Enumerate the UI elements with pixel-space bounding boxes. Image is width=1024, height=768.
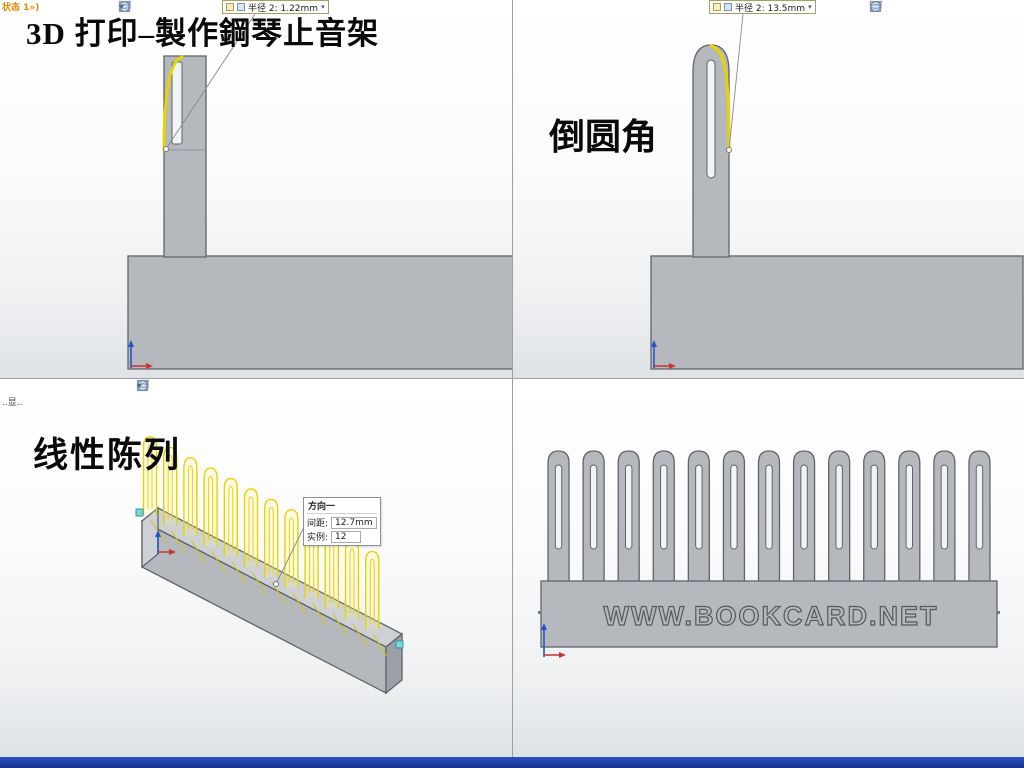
pattern-hatch-line [211,550,227,574]
view-heads-up-toolbar [869,0,911,14]
fillet-highlight-edge[interactable] [709,44,731,154]
dimension-callout[interactable]: 半径 2: 1.22mm ▾ [222,0,329,14]
pattern-preview-prong [365,550,380,630]
pattern-preview-prong [344,540,360,619]
fillet-highlight-edge[interactable] [162,55,184,152]
pattern-hatch-line [352,623,368,647]
feature-tree-text[interactable]: ..显.. [2,398,23,408]
pattern-handle-end[interactable] [395,640,404,649]
prong-slot [695,464,703,550]
pattern-callout[interactable]: 方向一 间距: 12.7mm 实例: 12 [303,497,381,546]
dimension-text: 半径 2: 13.5mm [735,3,806,14]
comb-prong[interactable] [863,450,886,585]
pattern-hatch-line [372,634,388,657]
pattern-hatch-line [170,530,186,553]
pattern-preview-prong [162,446,178,526]
engraved-watermark: WWW.BOOKCARD.NET [604,601,939,631]
comb-prongs-group[interactable] [547,450,991,585]
prong-slot [905,464,914,550]
pattern-spacing-value[interactable]: 12.7mm [331,516,377,529]
pattern-spacing-label: 间距: [307,519,329,529]
comb-prong[interactable] [898,450,921,585]
pattern-preview-prong [284,509,299,588]
pattern-handle-start[interactable] [135,508,144,517]
comb-prong[interactable] [828,450,851,585]
part-prong[interactable] [163,55,207,258]
pattern-hatch-line [312,602,328,626]
prong-slot [975,464,984,550]
config-status-text: 状态 1») [2,3,40,13]
dimension-callout[interactable]: 半径 2: 13.5mm ▾ [709,0,816,14]
dimension-text: 半径 2: 1.22mm [248,3,319,14]
pattern-preview-prong [183,457,198,536]
dimension-leader [165,13,256,150]
part-base-slab[interactable] [127,255,512,370]
origin-triad [128,340,153,369]
comb-prong[interactable] [547,450,570,585]
dimension-handle-icon[interactable] [713,3,721,11]
step-label-fillet: 倒圆角 [549,117,658,157]
dimension-flip-icon[interactable] [237,3,245,11]
comb-prong[interactable] [722,450,746,585]
comb-prong[interactable] [652,450,675,585]
prong-slot [835,464,843,550]
pattern-hatch-line [231,561,247,584]
viewport-fillet-result[interactable]: 半径 2: 13.5mm ▾ 倒圆角 [512,0,1024,378]
pattern-direction-label: 方向一 [307,499,377,514]
prong-slot [660,464,668,550]
origin-triad [541,623,566,658]
view-heads-up-toolbar [136,379,214,393]
prong-slot [730,464,738,550]
comb-prong[interactable] [687,450,710,585]
dimension-attach-point[interactable] [163,146,169,152]
dimension-attach-point[interactable] [726,147,732,153]
vertex-marker-left [538,611,541,614]
pattern-preview-prong [264,498,279,578]
page-title: 3D 打印–製作鋼琴止音架 [26,16,380,51]
viewport-fillet-preview[interactable]: 半径 2: 1.22mm ▾ [0,0,512,378]
callout-leader [275,526,305,585]
part-bar-iso[interactable] [140,506,404,695]
dimension-flip-icon[interactable] [724,3,732,11]
comb-prong[interactable] [933,450,956,585]
origin-triad [155,530,176,555]
origin-triad [651,340,676,369]
comb-prong[interactable] [617,450,640,585]
pattern-hatch-line [291,592,307,616]
taskbar[interactable] [0,757,1024,768]
comb-prong[interactable] [792,450,816,585]
part-base-slab[interactable] [650,255,1024,370]
pattern-preview-prong [142,436,158,515]
callout-attach-point[interactable] [273,581,279,587]
pattern-instances-label: 实例: [307,533,329,543]
pattern-hatch-line [332,613,348,636]
prong-slot [765,464,773,550]
comb-prong[interactable] [968,450,991,585]
prong-slot [870,464,878,550]
comb-prong[interactable] [757,450,781,585]
part-prong-rounded[interactable] [692,44,730,258]
vertex-marker-right [997,611,1000,614]
pattern-preview-prong [203,467,218,547]
comb-prong[interactable] [582,450,605,585]
pattern-instances-value[interactable]: 12 [331,530,362,543]
prong-slot [800,464,808,550]
step-label-pattern: 线性陈列 [33,436,182,476]
prong-slot [624,464,633,550]
dropdown-caret-icon[interactable]: ▾ [321,3,325,11]
dropdown-caret-icon[interactable]: ▾ [808,3,812,11]
pattern-preview-prong [243,488,259,567]
prong-slot [589,464,598,550]
dimension-leader [728,13,744,151]
prong-slot [554,464,563,550]
dimension-handle-icon[interactable] [226,3,234,11]
pattern-hatch-line [190,540,206,564]
viewport-final-part[interactable]: WWW.BOOKCARD.NET [512,378,1024,757]
pattern-preview-prong [223,477,239,557]
pattern-hatch-line [251,571,267,595]
prong-slot [940,464,949,550]
viewport-linear-pattern[interactable]: ..显.. 线性陈列 方向一 间距: 12.7mm 实例: 12 [0,378,512,757]
view-heads-up-toolbar [118,0,196,14]
prong-slot[interactable] [706,59,716,179]
